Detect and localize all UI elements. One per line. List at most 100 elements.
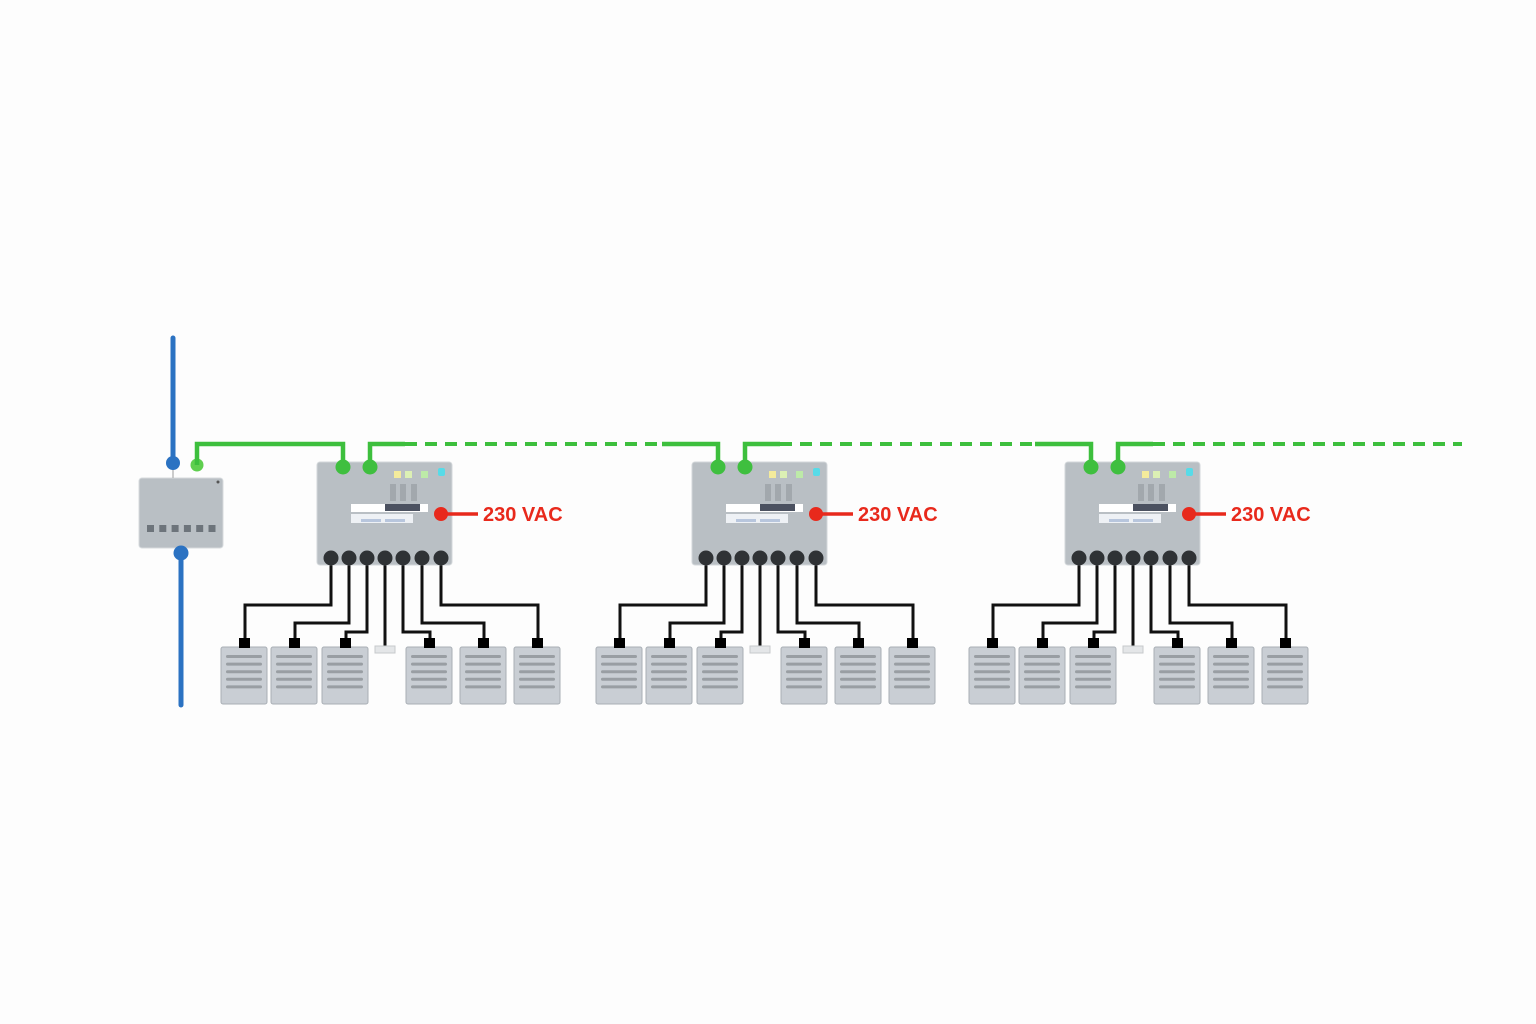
controller-group: 230 VAC [220,459,563,705]
vent-line [894,655,930,658]
module-connector [799,638,810,648]
status-led-icon [1153,471,1160,478]
io-port [377,550,393,566]
vent-line [786,677,822,681]
gateway-port-icon [171,525,179,532]
status-led-icon [1169,471,1176,478]
vent-line [1024,662,1060,666]
vent-line [276,685,312,689]
vent-slot [1148,484,1154,501]
io-port [359,550,375,566]
vent-line [702,677,738,681]
vent-line [226,662,262,666]
io-wire [401,558,432,643]
status-led-icon [405,471,412,478]
bus-port-in [710,459,726,475]
vent-line [276,670,312,674]
vent-line [519,670,555,674]
vent-line [1213,655,1249,658]
io-wire [776,558,807,643]
vent-line [327,655,363,658]
vent-line [226,685,262,689]
vent-line [327,670,363,674]
vent-line [651,677,687,681]
vent-slot [411,484,417,501]
vent-line [601,662,637,666]
vent-line [1267,670,1303,674]
io-wire [991,558,1081,643]
gateway-device [138,456,224,561]
gateway-port-icon [208,525,216,532]
display-segment [760,504,795,511]
vent-line [1267,662,1303,666]
bus-segment [1115,441,1153,467]
io-module [645,638,693,705]
vent-slot [775,484,781,501]
vent-line [1024,670,1060,674]
io-wire [1168,558,1234,643]
io-wire [618,558,708,643]
vent-line [601,677,637,681]
vent-line [519,677,555,681]
io-port [433,550,449,566]
vent-line [1213,670,1249,674]
vent-line [411,685,447,689]
vent-line [327,662,363,666]
vent-line [465,655,501,658]
status-led-icon [796,471,803,478]
vent-line [894,670,930,674]
gateway-ports [147,525,216,532]
vent-line [1159,662,1195,666]
vent-line [651,662,687,666]
vent-line [974,685,1010,689]
vent-slot [390,484,396,501]
power-connector-icon [434,507,448,521]
bus-port-out [737,459,753,475]
display-segment [1133,504,1168,511]
vent-line [786,670,822,674]
status-led-icon [1142,471,1149,478]
io-port [341,550,357,566]
vent-line [1159,685,1195,689]
label-strip [1133,519,1153,522]
vent-line [276,655,312,658]
io-port [716,550,732,566]
io-wire [1092,558,1117,643]
io-port [698,550,714,566]
io-port [1143,550,1159,566]
io-wire [344,558,369,643]
vent-line [519,685,555,689]
status-led-icon [769,471,776,478]
io-module [1261,638,1309,705]
vent-line [1267,655,1303,658]
bus-segment [367,441,405,467]
vent-line [840,677,876,681]
io-module [1069,638,1117,705]
vent-line [1075,670,1111,674]
vent-line [786,655,822,658]
vent-line [601,685,637,689]
vent-line [840,685,876,689]
bus-port-out [1110,459,1126,475]
vent-line [1075,655,1111,658]
io-module [834,638,882,705]
io-wire [1041,558,1099,643]
bus-port-in [1083,459,1099,475]
vent-line [226,670,262,674]
module-connector [478,638,489,648]
io-wire [439,558,540,643]
controller-device [316,461,453,566]
vent-line [1213,685,1249,689]
module-connector [340,638,351,648]
vent-line [465,685,501,689]
label-strip [736,519,756,522]
vent-line [702,655,738,658]
vent-line [702,662,738,666]
vent-line [894,677,930,681]
io-wire [814,558,915,643]
io-wire [719,558,744,643]
vent-line [1213,662,1249,666]
status-led-icon [1186,468,1193,476]
vent-line [601,670,637,674]
terminator-cap [1122,645,1144,654]
